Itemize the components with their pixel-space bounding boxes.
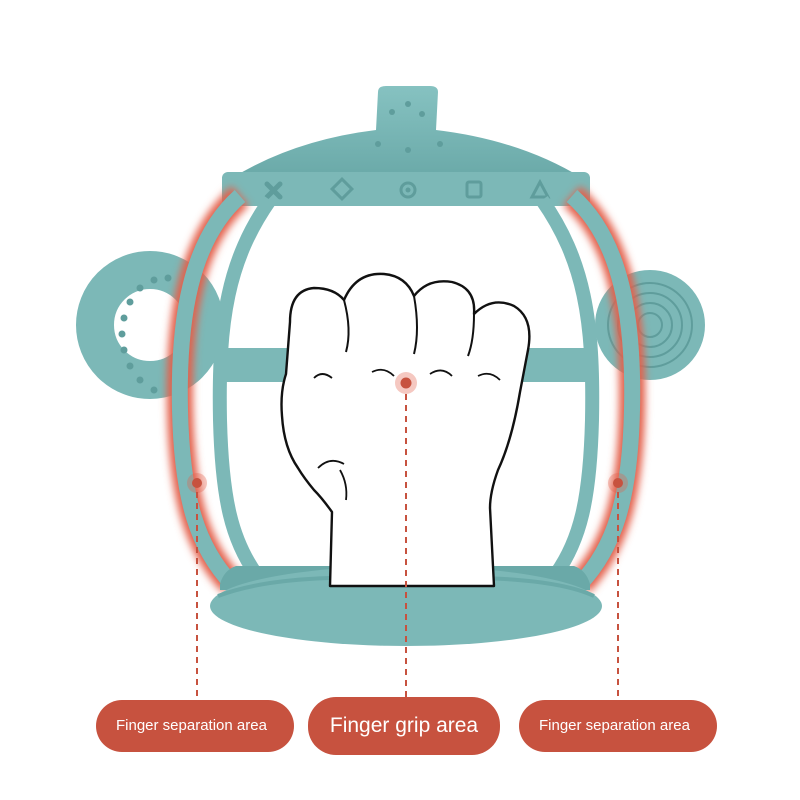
handle-bumps — [118, 274, 172, 394]
circle-icon — [399, 181, 417, 199]
triangle-icon — [529, 178, 551, 199]
diamond-icon — [329, 176, 355, 202]
label-text-center: Finger grip area — [329, 713, 479, 737]
callout-center — [395, 372, 417, 697]
callout-left — [187, 473, 207, 700]
label-text-left: Finger separation area — [116, 717, 267, 735]
left-handle — [76, 251, 224, 399]
finger-separation-label-right: Finger separation area — [519, 700, 717, 752]
finger-grip-label: Finger grip area — [308, 697, 500, 755]
finger-separation-label-left: Finger separation area — [96, 700, 294, 752]
frame-arches — [166, 186, 646, 593]
cross-icon — [264, 181, 283, 200]
nipple-dots — [375, 101, 443, 153]
label-text-right: Finger separation area — [539, 717, 690, 735]
square-icon — [465, 180, 483, 199]
nipple-top — [232, 86, 582, 178]
top-band — [222, 172, 590, 206]
callout-right — [608, 473, 628, 700]
